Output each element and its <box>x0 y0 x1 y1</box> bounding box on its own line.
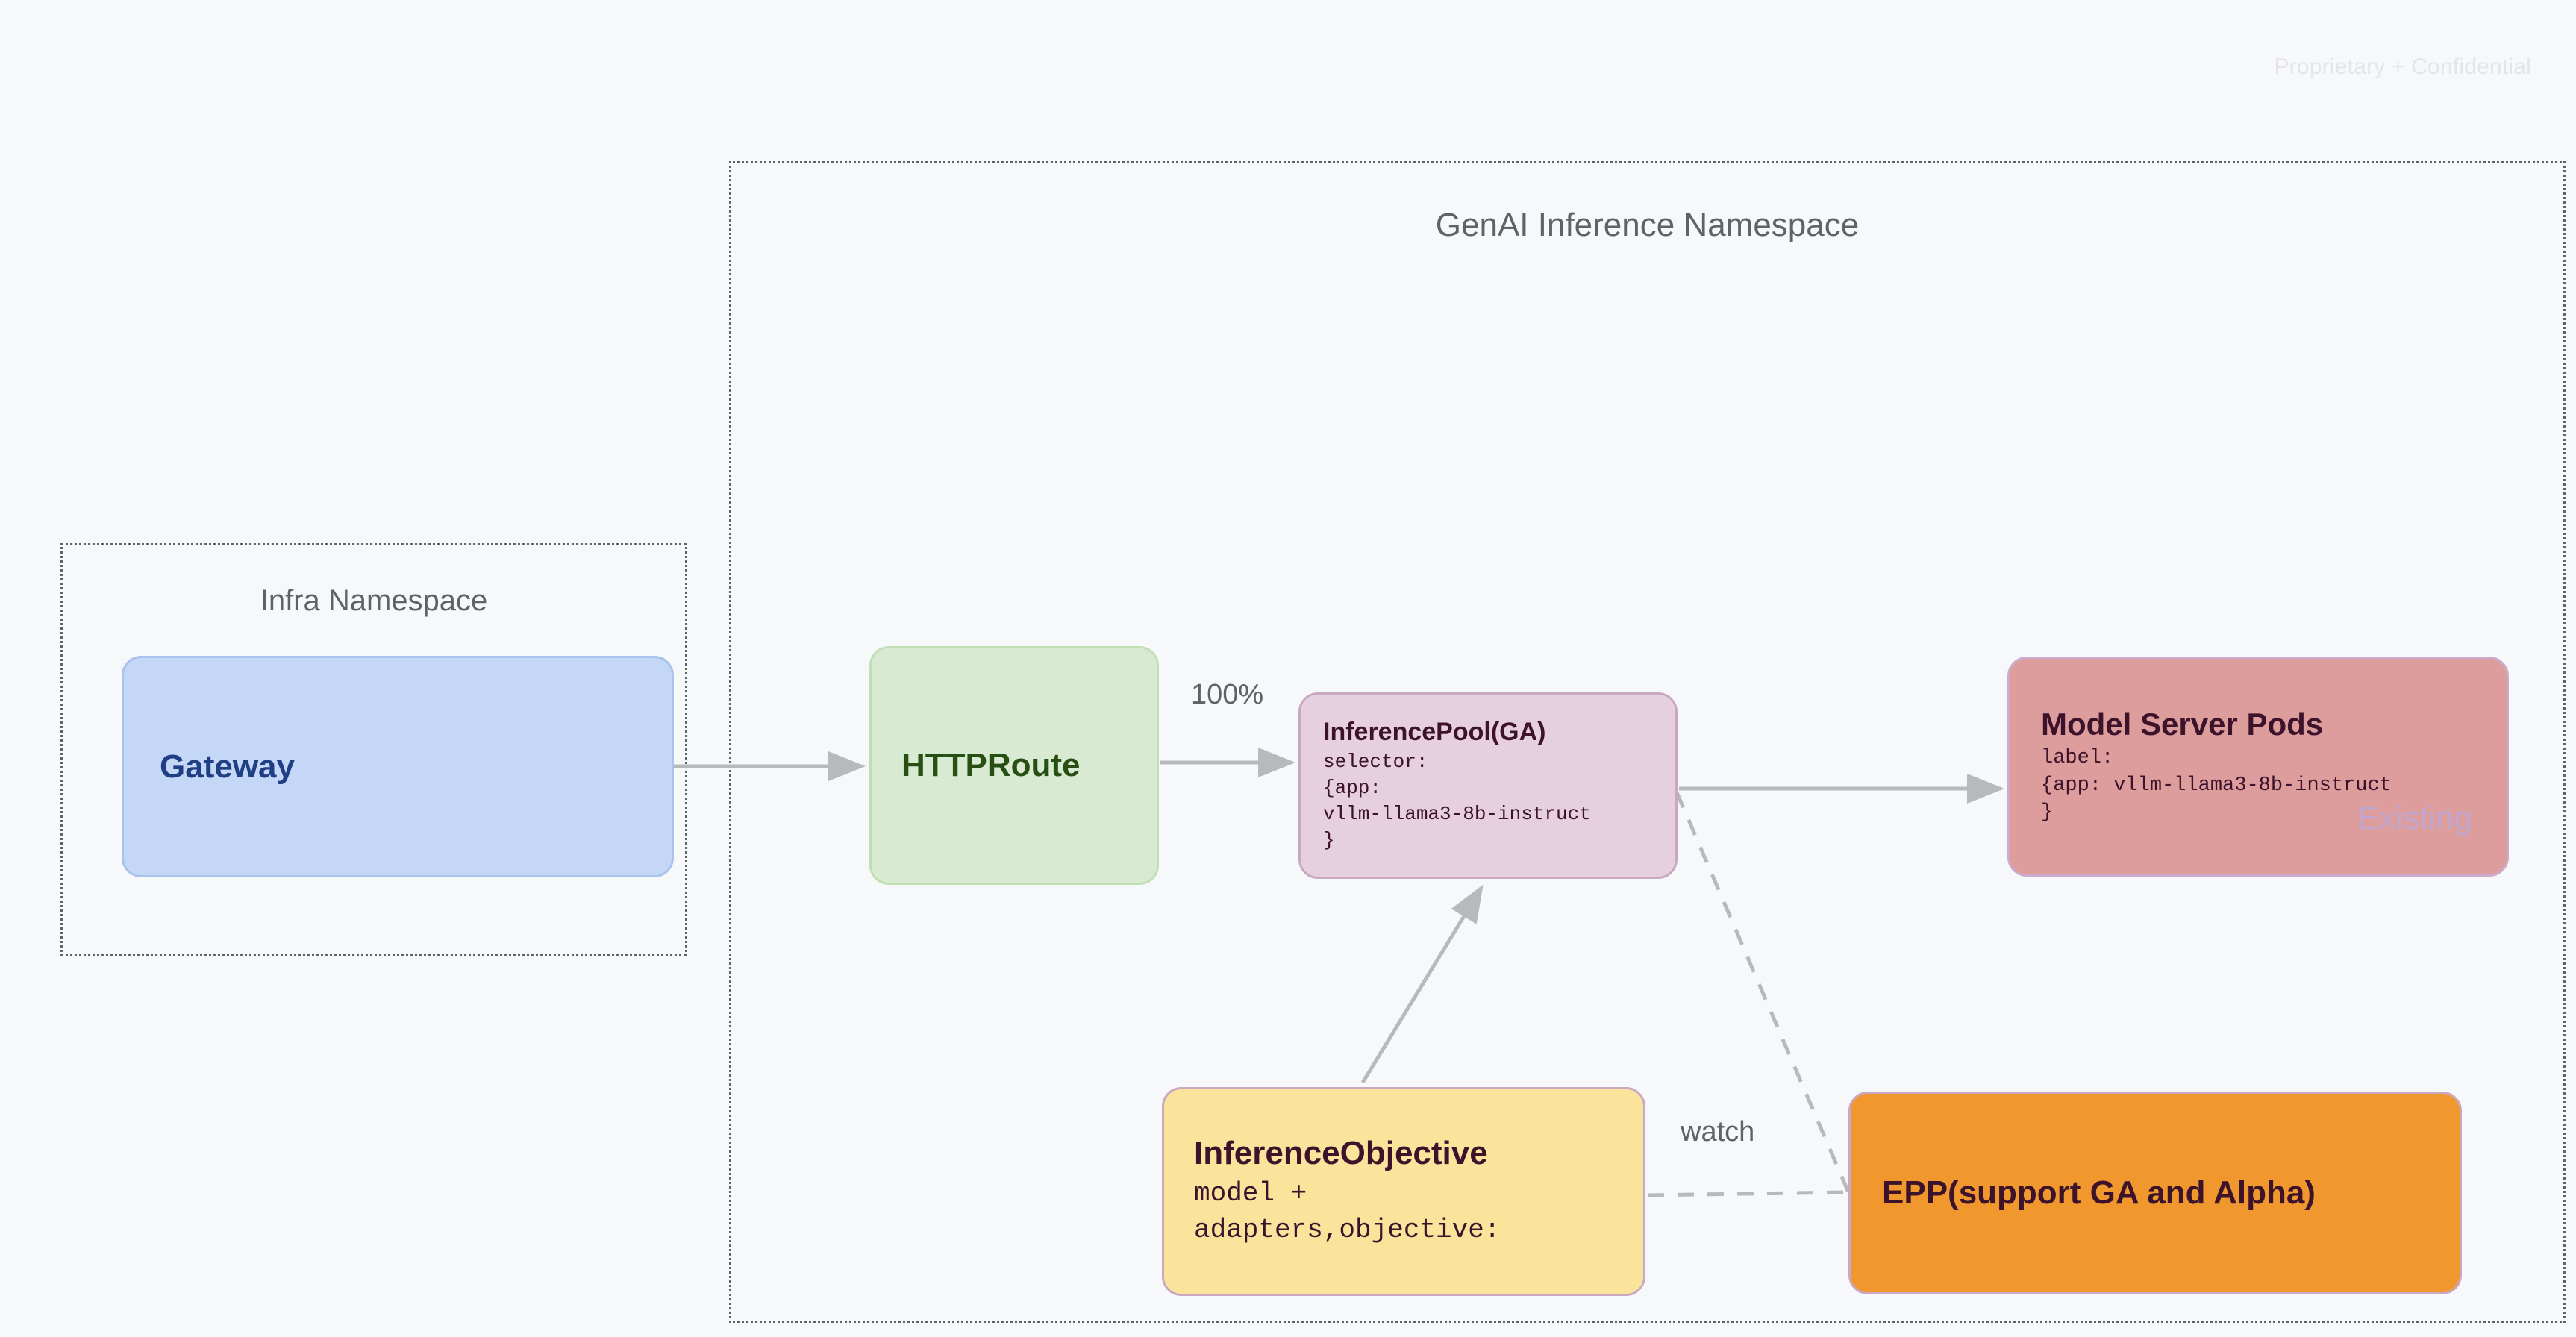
node-httproute-title: HTTPRoute <box>901 747 1081 784</box>
node-gateway-title: Gateway <box>160 748 295 785</box>
node-model-server-pods-body: label: {app: vllm-llama3-8b-instruct } <box>2041 747 2392 824</box>
node-inferencepool-body: selector: {app: vllm-llama3-8b-instruct … <box>1323 750 1591 852</box>
edge-label-traffic-weight: 100% <box>1191 679 1264 710</box>
namespace-infra-title: Infra Namespace <box>260 584 488 617</box>
node-inference-objective[interactable]: InferenceObjective model + adapters,obje… <box>1162 1087 1645 1296</box>
node-inferencepool[interactable]: InferencePool(GA) selector: {app: vllm-l… <box>1298 692 1678 879</box>
node-inference-objective-body: model + adapters,objective: <box>1194 1178 1501 1245</box>
namespace-genai-inference: GenAI Inference Namespace <box>729 161 2566 1323</box>
namespace-genai-inference-title: GenAI Inference Namespace <box>1435 207 1860 243</box>
node-httproute[interactable]: HTTPRoute <box>869 646 1159 885</box>
status-badge-existing: Existing <box>2357 800 2472 836</box>
node-epp[interactable]: EPP(support GA and Alpha) <box>1848 1092 2462 1294</box>
confidential-watermark: Proprietary + Confidential <box>2274 54 2531 79</box>
namespace-infra: Infra Namespace <box>60 543 687 956</box>
node-gateway[interactable]: Gateway <box>122 656 674 877</box>
node-epp-title: EPP(support GA and Alpha) <box>1882 1174 2316 1212</box>
edge-label-watch: watch <box>1681 1116 1755 1147</box>
node-model-server-pods-title: Model Server Pods <box>2041 707 2324 742</box>
node-model-server-pods[interactable]: Model Server Pods label: {app: vllm-llam… <box>2007 657 2509 877</box>
node-inferencepool-title: InferencePool(GA) <box>1323 717 1546 746</box>
node-inference-objective-title: InferenceObjective <box>1194 1134 1488 1171</box>
